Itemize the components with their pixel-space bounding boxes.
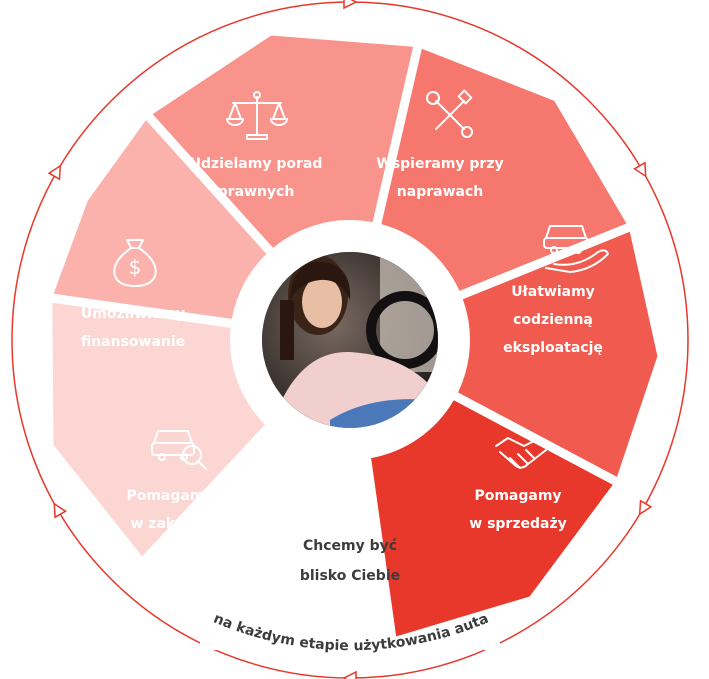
label-selling-line2: w sprzedaży (469, 516, 567, 532)
ring-arrow-icon (53, 502, 67, 519)
segment-selling (371, 400, 613, 637)
segment-repair (381, 48, 627, 291)
label-finance-line1: Umożliwiamy (80, 306, 186, 322)
label-operation-line1: Ułatwiamy (511, 284, 595, 300)
label-selling-line1: Pomagamy (474, 488, 562, 504)
center-label-line1: Chcemy być (302, 538, 398, 554)
wrench-screwdriver-icon (426, 89, 473, 138)
ring-arrow-icon (633, 161, 647, 178)
label-operation-line2: codzienną (513, 312, 593, 328)
segment-buying (52, 302, 265, 557)
label-finance-line2: finansowanie (80, 334, 186, 350)
label-operation-line3: eksploatację (503, 340, 603, 356)
label-selling: Pomagamy w sprzedaży (438, 482, 598, 538)
label-repair-line2: naprawach (396, 184, 484, 200)
label-legal-line2: prawnych (217, 184, 295, 200)
car-search-icon (151, 430, 207, 470)
money-bag-icon: $ (113, 239, 157, 287)
segment-legal (152, 35, 414, 248)
ring-arrow-icon (638, 499, 653, 516)
label-repair-line1: Wspieramy przy (376, 156, 504, 172)
label-legal: Udzielamy porad prawnych (176, 150, 336, 206)
label-buying: Pomagamy w zakupie (90, 482, 250, 538)
svg-text:$: $ (129, 255, 142, 279)
outer-ring (11, 0, 689, 679)
ring-arrow-icon (343, 0, 358, 10)
ring-arrow-icon (342, 670, 357, 679)
handshake-icon (495, 437, 553, 469)
label-buying-line1: Pomagamy (126, 488, 214, 504)
label-legal-line1: Udzielamy porad (189, 156, 323, 172)
label-finance: Umożliwiamy finansowanie (53, 300, 213, 356)
ring-arrow-icon (47, 164, 62, 181)
center-label: Chcemy być blisko Ciebie (265, 531, 435, 591)
label-operation: Ułatwiamy codzienną eksploatację (473, 278, 633, 362)
segment-operation (457, 231, 658, 477)
center-label-line2: blisko Ciebie (299, 568, 401, 584)
label-repair: Wspieramy przy naprawach (360, 150, 520, 206)
scales-icon (226, 91, 288, 140)
car-in-hand-icon (543, 225, 609, 273)
segment-finance (53, 120, 267, 319)
label-buying-line2: w zakupie (130, 516, 210, 532)
